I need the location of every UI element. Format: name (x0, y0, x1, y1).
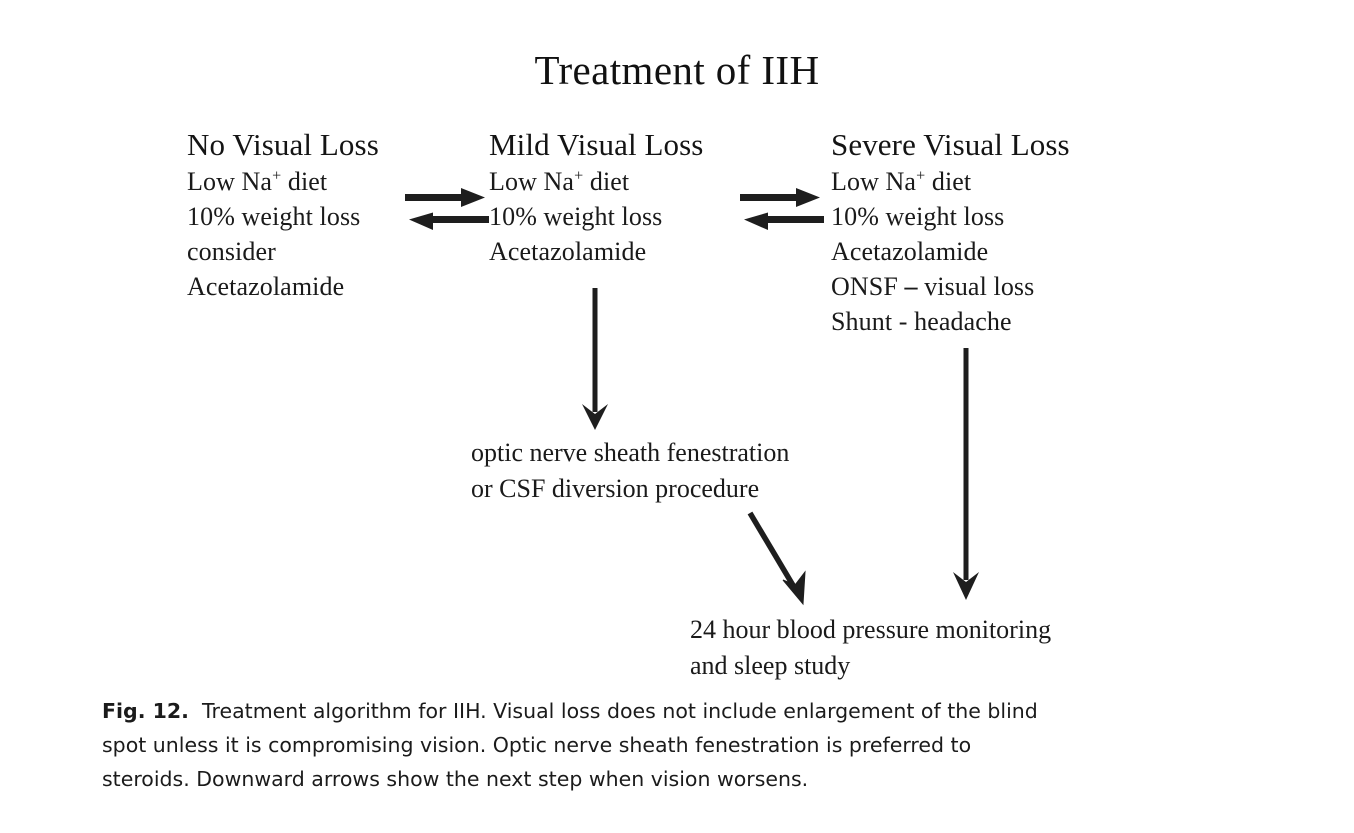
superscript-plus: + (272, 167, 282, 185)
column-line-consider: consider (187, 237, 276, 266)
caption-line-1: Fig. 12. Treatment algorithm for IIH. Vi… (102, 694, 1250, 728)
caption-line-2: spot unless it is compromising vision. O… (102, 733, 972, 757)
column-heading-mild-visual-loss: Mild Visual Loss (489, 127, 704, 162)
figure-caption: Fig. 12. Treatment algorithm for IIH. Vi… (102, 694, 1250, 796)
column-line-weight-loss: 10% weight loss (489, 202, 663, 231)
text-block-onsf-csf: optic nerve sheath fenestration or CSF d… (471, 435, 789, 507)
text-part: Low Na (187, 167, 273, 196)
text-part: Low Na (489, 167, 575, 196)
down-arrow-severe-to-bp (953, 348, 979, 600)
text-part: visual loss (917, 272, 1035, 301)
diagonal-arrow-onsf-to-bp (747, 511, 806, 606)
column-line-acetazolamide: Acetazolamide (831, 237, 989, 266)
text-block-bp-sleep: 24 hour blood pressure monitoring and sl… (690, 612, 1051, 684)
bidirectional-arrow-no-to-mild (405, 188, 489, 230)
column-severe-visual-loss: Severe Visual Loss Low Na+ diet 10% weig… (831, 126, 1070, 339)
caption-line-3: steroids. Downward arrows show the next … (102, 767, 809, 791)
caption-label: Fig. 12. (102, 699, 189, 723)
column-line-acetazolamide: Acetazolamide (187, 272, 345, 301)
column-line-onsf-visual-loss: ONSF – visual loss (831, 269, 1070, 304)
column-line-low-na-diet: Low Na+ diet (489, 164, 703, 199)
text-part: diet (925, 167, 972, 196)
column-line-acetazolamide: Acetazolamide (489, 237, 647, 266)
block-line: optic nerve sheath fenestration (471, 438, 790, 467)
column-heading-no-visual-loss: No Visual Loss (187, 127, 379, 162)
superscript-plus: + (574, 167, 584, 185)
text-part: diet (583, 167, 630, 196)
text-part: Low Na (831, 167, 917, 196)
column-no-visual-loss: No Visual Loss Low Na+ diet 10% weight l… (187, 126, 379, 304)
down-arrow-mild-to-onsf (582, 288, 608, 430)
caption-text: Treatment algorithm for IIH. Visual loss… (202, 699, 1038, 723)
column-line-weight-loss: 10% weight loss (831, 202, 1005, 231)
text-part: ONSF (831, 272, 905, 301)
column-heading-severe-visual-loss: Severe Visual Loss (831, 127, 1070, 162)
block-line: or CSF diversion procedure (471, 474, 760, 503)
block-line: 24 hour blood pressure monitoring (690, 615, 1052, 644)
column-line-low-na-diet: Low Na+ diet (187, 164, 379, 199)
column-mild-visual-loss: Mild Visual Loss Low Na+ diet 10% weight… (489, 126, 703, 269)
block-line: and sleep study (690, 651, 851, 680)
en-dash: – (904, 272, 918, 301)
bidirectional-arrow-mild-to-severe (740, 188, 824, 230)
column-line-weight-loss: 10% weight loss (187, 202, 361, 231)
text-part: diet (281, 167, 328, 196)
figure-title: Treatment of IIH (534, 47, 820, 93)
superscript-plus: + (916, 167, 926, 185)
column-line-shunt-headache: Shunt - headache (831, 307, 1012, 336)
figure-canvas: Treatment of IIH No Visual Loss Low Na+ … (187, 47, 1070, 684)
column-line-low-na-diet: Low Na+ diet (831, 164, 1070, 199)
